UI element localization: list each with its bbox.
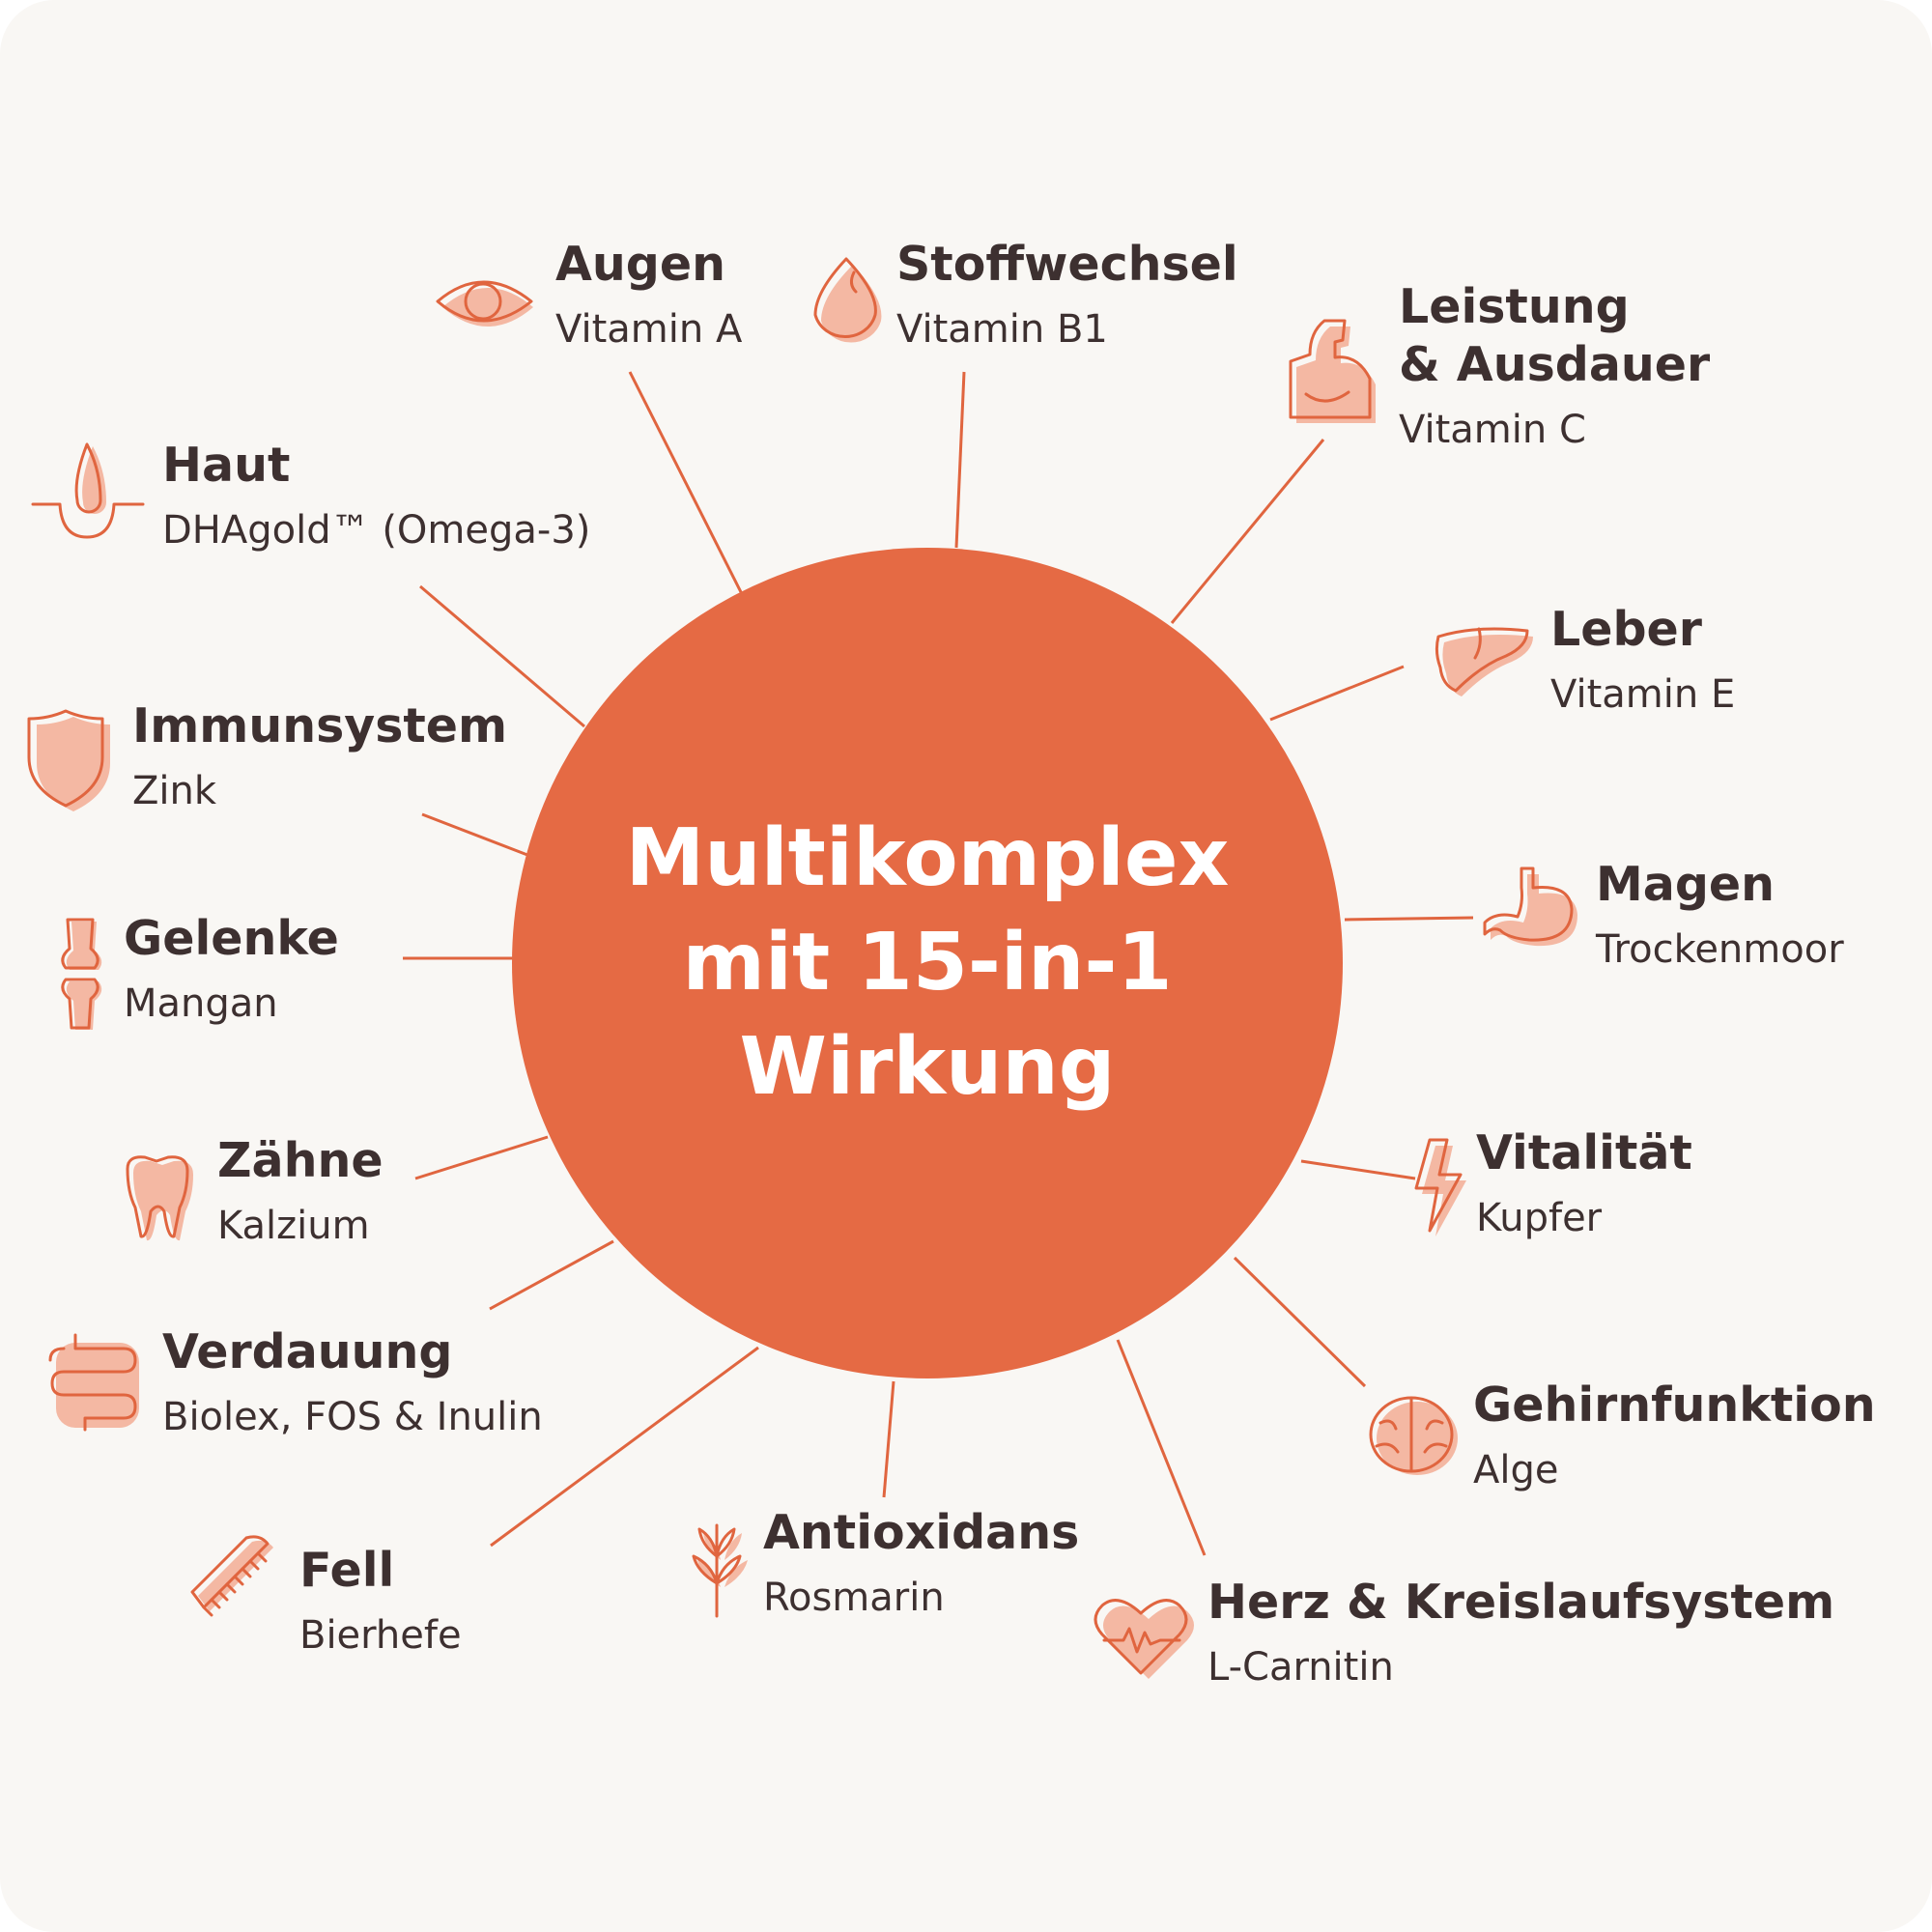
comb-icon — [188, 1534, 285, 1635]
brain-icon — [1367, 1396, 1459, 1483]
item-antioxidans-title: Antioxidans — [763, 1505, 1080, 1560]
item-leber: Leber Vitamin E — [1550, 601, 1735, 719]
item-haut-subtitle: DHAgold™ (Omega-3) — [162, 508, 591, 553]
item-magen-title: Magen — [1596, 857, 1776, 912]
liver-icon — [1433, 623, 1539, 705]
item-fell-title: Fell — [299, 1543, 395, 1598]
item-stoffwechsel-subtitle: Vitamin B1 — [896, 307, 1108, 352]
item-zaehne: Zähne Kalzium — [217, 1132, 384, 1250]
item-leistung: Leistung & Ausdauer Vitamin C — [1399, 278, 1710, 454]
item-zaehne-title: Zähne — [217, 1133, 384, 1188]
item-verdauung: Verdauung Biolex, FOS & Inulin — [162, 1323, 543, 1441]
center-title-line-3: Wirkung — [739, 1021, 1116, 1113]
item-gelenke: Gelenke Mangan — [124, 910, 339, 1028]
connector-zaehne — [414, 1135, 549, 1180]
item-immunsystem-title: Immunsystem — [132, 698, 508, 753]
connector-immunsystem — [421, 812, 528, 857]
joint-bone-icon — [60, 918, 108, 1038]
item-leber-title: Leber — [1550, 602, 1702, 657]
connector-leistung — [1170, 439, 1325, 624]
item-zaehne-subtitle: Kalzium — [217, 1204, 370, 1248]
center-title-line-1: Multikomplex — [625, 812, 1230, 904]
item-leistung-subtitle: Vitamin C — [1399, 408, 1586, 452]
item-stoffwechsel-title: Stoffwechsel — [896, 237, 1238, 292]
muscle-arm-icon — [1287, 317, 1383, 433]
stomach-icon — [1481, 867, 1582, 958]
item-immunsystem-subtitle: Zink — [132, 769, 217, 813]
item-fell: Fell Bierhefe — [299, 1542, 462, 1660]
connector-magen — [1344, 916, 1474, 922]
item-immunsystem: Immunsystem Zink — [132, 697, 507, 815]
item-gehirnfunktion: Gehirnfunktion Alge — [1473, 1377, 1876, 1494]
item-augen-title: Augen — [555, 237, 725, 292]
connector-gehirn — [1233, 1256, 1367, 1388]
tooth-icon — [124, 1155, 201, 1249]
item-leber-subtitle: Vitamin E — [1550, 672, 1736, 717]
item-verdauung-subtitle: Biolex, FOS & Inulin — [162, 1395, 543, 1439]
connector-antioxidans — [882, 1380, 895, 1498]
item-haut-title: Haut — [162, 438, 291, 493]
item-herz-subtitle: L-Carnitin — [1208, 1645, 1394, 1690]
item-stoffwechsel: Stoffwechsel Vitamin B1 — [896, 236, 1238, 354]
item-augen-subtitle: Vitamin A — [555, 307, 743, 352]
connector-vitalitaet — [1300, 1159, 1416, 1180]
item-gehirnfunktion-subtitle: Alge — [1473, 1448, 1559, 1492]
item-gelenke-title: Gelenke — [124, 911, 339, 966]
item-leistung-title: Leistung — [1399, 279, 1630, 334]
item-antioxidans-subtitle: Rosmarin — [763, 1576, 945, 1620]
connector-verdauung — [489, 1239, 614, 1311]
drop-icon — [810, 253, 887, 355]
item-vitalitaet-title: Vitalität — [1476, 1125, 1692, 1180]
connector-leber — [1269, 665, 1405, 722]
shield-icon — [27, 709, 114, 816]
item-magen-subtitle: Trockenmoor — [1596, 927, 1844, 972]
item-haut: Haut DHAgold™ (Omega-3) — [162, 437, 590, 554]
item-verdauung-title: Verdauung — [162, 1324, 453, 1379]
item-augen: Augen Vitamin A — [555, 236, 742, 354]
center-circle: Multikomplex mit 15-in-1 Wirkung — [512, 548, 1343, 1378]
connector-stoffwechsel — [954, 371, 966, 549]
item-antioxidans: Antioxidans Rosmarin — [763, 1504, 1079, 1622]
lightning-icon — [1403, 1138, 1470, 1246]
connector-herz — [1116, 1339, 1207, 1556]
item-herz: Herz & Kreislaufsystem L-Carnitin — [1208, 1574, 1834, 1691]
center-title: Multikomplex mit 15-in-1 Wirkung — [560, 807, 1294, 1120]
connector-haut — [419, 584, 585, 728]
item-leistung-title-line-2: & Ausdauer — [1399, 337, 1711, 392]
center-title-line-2: mit 15-in-1 — [682, 917, 1173, 1009]
item-gelenke-subtitle: Mangan — [124, 981, 278, 1026]
item-magen: Magen Trockenmoor — [1596, 856, 1844, 974]
connector-fell — [490, 1346, 759, 1548]
item-vitalitaet-subtitle: Kupfer — [1476, 1196, 1603, 1240]
intestine-icon — [46, 1333, 143, 1439]
item-gehirnfunktion-title: Gehirnfunktion — [1473, 1378, 1876, 1433]
item-vitalitaet: Vitalität Kupfer — [1476, 1124, 1692, 1242]
item-fell-subtitle: Bierhefe — [299, 1613, 462, 1658]
eye-icon — [435, 270, 541, 343]
item-herz-title: Herz & Kreislaufsystem — [1208, 1575, 1835, 1630]
rosemary-sprig-icon — [686, 1521, 753, 1623]
connector-augen — [628, 371, 743, 593]
skin-hair-icon — [31, 442, 147, 544]
heart-pulse-icon — [1094, 1596, 1194, 1688]
